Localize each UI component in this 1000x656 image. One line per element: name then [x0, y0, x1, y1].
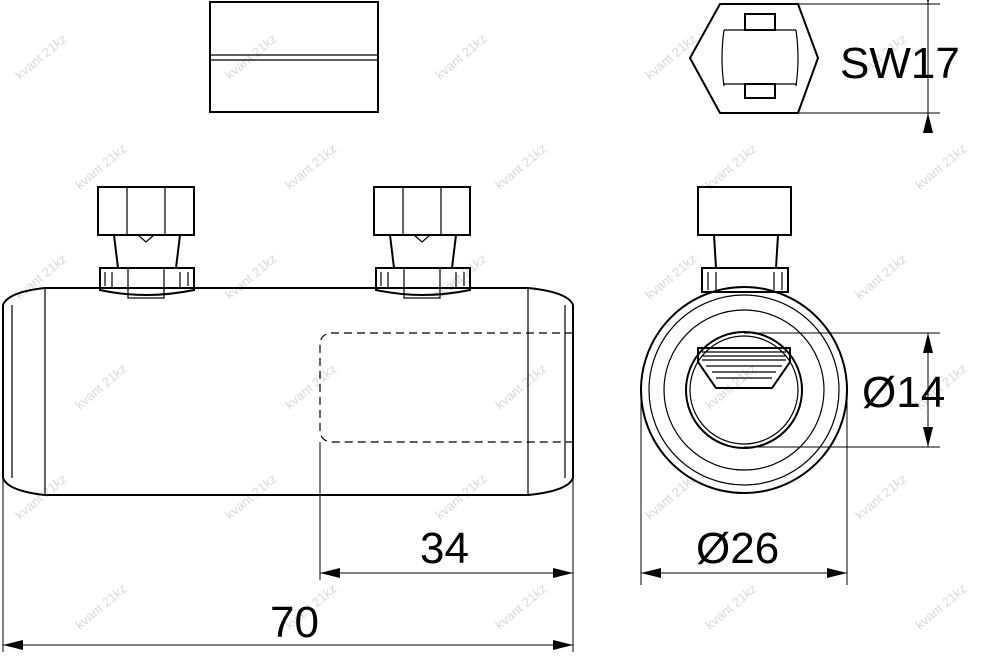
bore-diameter-label: Ø14: [862, 368, 945, 417]
watermark-text: kvant 21kz: [12, 251, 69, 302]
watermark-text: kvant 21kz: [492, 141, 549, 192]
watermark-text: kvant 21kz: [282, 361, 339, 412]
watermark-text: kvant 21kz: [222, 31, 279, 82]
watermark-text: kvant 21kz: [702, 361, 759, 412]
half-length-label: 34: [420, 524, 469, 573]
watermark-text: kvant 21kz: [702, 141, 759, 192]
watermark-text: kvant 21kz: [12, 31, 69, 82]
watermark-text: kvant 21kz: [12, 471, 69, 522]
watermark-text: kvant 21kz: [702, 581, 759, 632]
watermark-text: kvant 21kz: [852, 471, 909, 522]
shear-bolt-left: [97, 186, 195, 299]
watermark-text: kvant 21kz: [492, 581, 549, 632]
watermark-text: kvant 21kz: [432, 31, 489, 82]
watermark-text: kvant 21kz: [912, 581, 969, 632]
watermark-text: kvant 21kz: [72, 581, 129, 632]
watermark-text: kvant 21kz: [852, 251, 909, 302]
watermark-text: kvant 21kz: [282, 141, 339, 192]
watermark-layer: kvant 21kz kvant 21kz kvant 21kz kvant 21kz…: [12, 31, 969, 632]
bolt-shank-view: [209, 1, 379, 113]
watermark-text: kvant 21kz: [912, 141, 969, 192]
hex-nut-view: SW17: [688, 0, 960, 133]
connector-end-view: Ø14 Ø26: [640, 186, 945, 585]
total-length-label: 70: [270, 598, 319, 647]
outer-diameter-label: Ø26: [696, 524, 779, 573]
watermark-text: kvant 21kz: [642, 251, 699, 302]
watermark-text: kvant 21kz: [72, 361, 129, 412]
watermark-text: kvant 21kz: [222, 471, 279, 522]
connector-side-view: 34 70: [2, 186, 574, 652]
shear-bolt-right: [373, 186, 471, 299]
watermark-text: kvant 21kz: [222, 251, 279, 302]
watermark-text: kvant 21kz: [492, 361, 549, 412]
wrench-size-label: SW17: [840, 39, 960, 88]
watermark-text: kvant 21kz: [72, 141, 129, 192]
watermark-text: kvant 21kz: [432, 471, 489, 522]
